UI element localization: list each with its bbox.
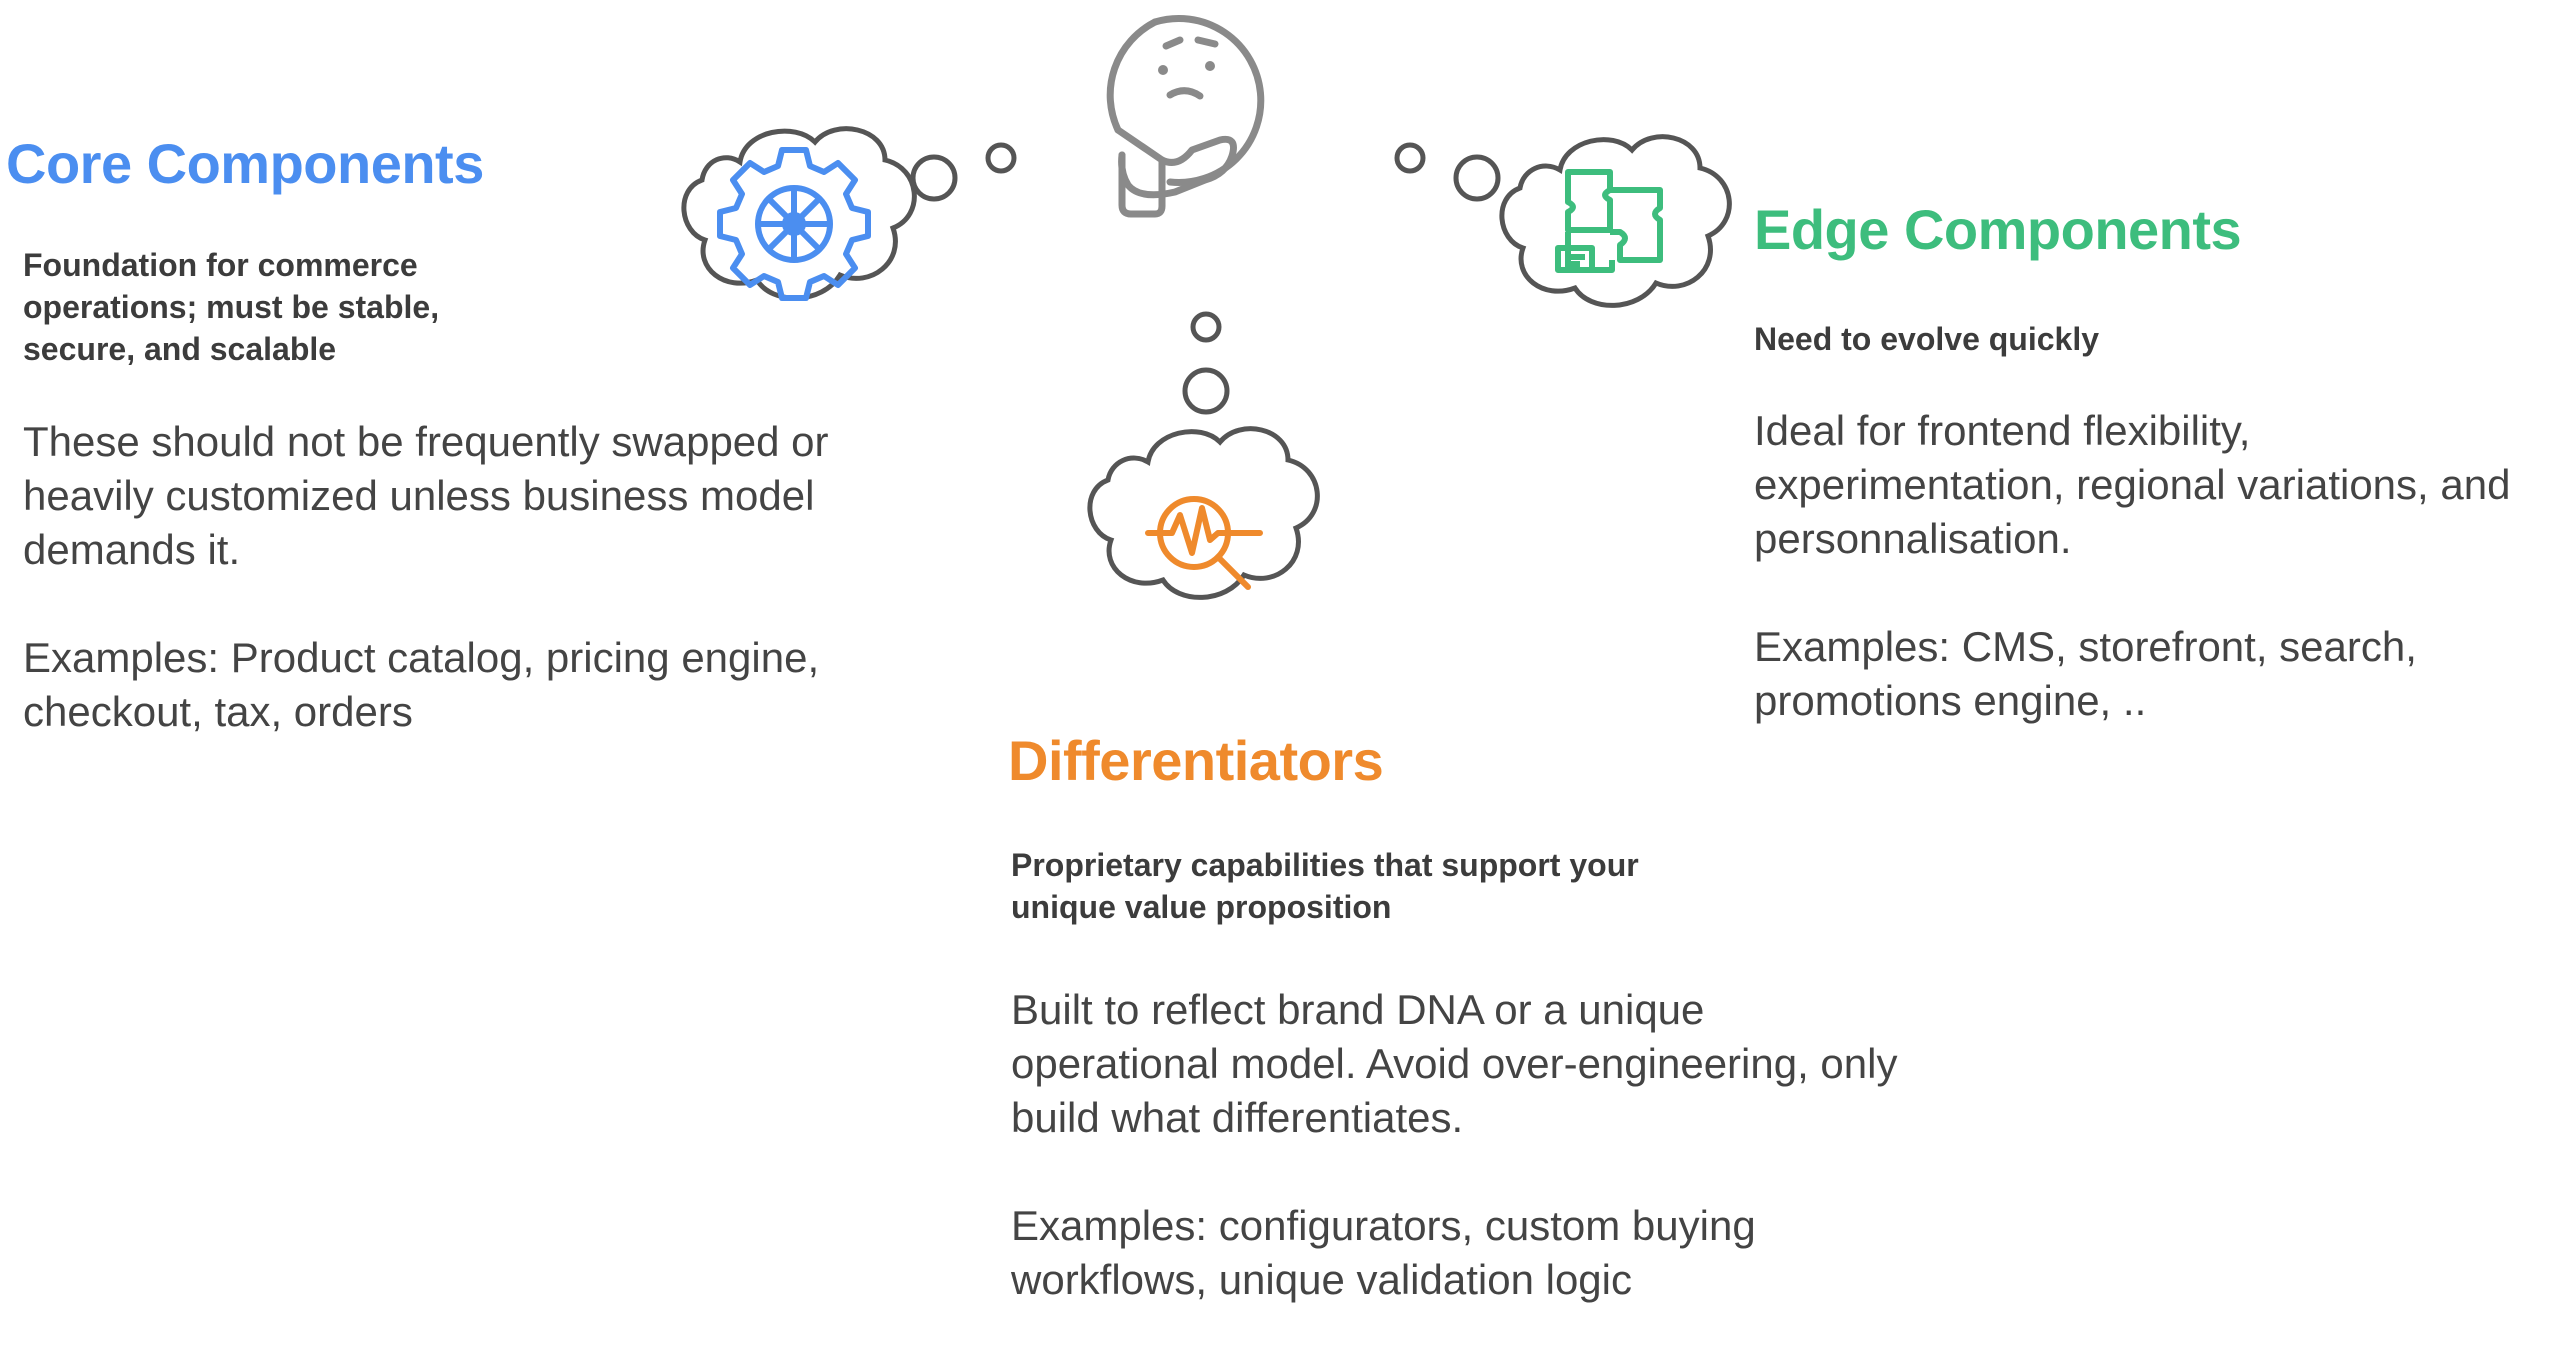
thought-dots	[910, 142, 1501, 415]
edge-description: Ideal for frontend flexibility, experime…	[1754, 407, 2511, 562]
differentiators-examples: Examples: configurators, custom buying w…	[1011, 1202, 1756, 1303]
core-body: These should not be frequently swapped o…	[23, 415, 883, 739]
core-subtitle: Foundation for commerce operations; must…	[23, 247, 440, 367]
core-cloud	[681, 126, 917, 301]
core-title: Core Components	[6, 132, 484, 195]
pulse-magnifier-icon	[1145, 496, 1263, 590]
edge-examples: Examples: CMS, storefront, search, promo…	[1754, 623, 2417, 724]
differentiators-description: Built to reflect brand DNA or a unique o…	[1011, 986, 1898, 1141]
thinking-face-icon	[1106, 14, 1265, 218]
differentiators-subtitle: Proprietary capabilities that support yo…	[1011, 847, 1639, 925]
edge-cloud	[1499, 134, 1732, 308]
core-description: These should not be frequently swapped o…	[23, 418, 829, 573]
edge-subtitle: Need to evolve quickly	[1754, 321, 2100, 357]
puzzle-document-icon	[1555, 169, 1663, 273]
edge-body: Ideal for frontend flexibility, experime…	[1754, 404, 2564, 728]
edge-title: Edge Components	[1754, 198, 2242, 261]
differentiators-title: Differentiators	[1008, 729, 1384, 792]
gear-icon	[717, 147, 871, 301]
core-examples: Examples: Product catalog, pricing engin…	[23, 634, 820, 735]
differentiators-cloud	[1087, 426, 1320, 600]
differentiators-body: Built to reflect brand DNA or a unique o…	[1011, 983, 1911, 1307]
